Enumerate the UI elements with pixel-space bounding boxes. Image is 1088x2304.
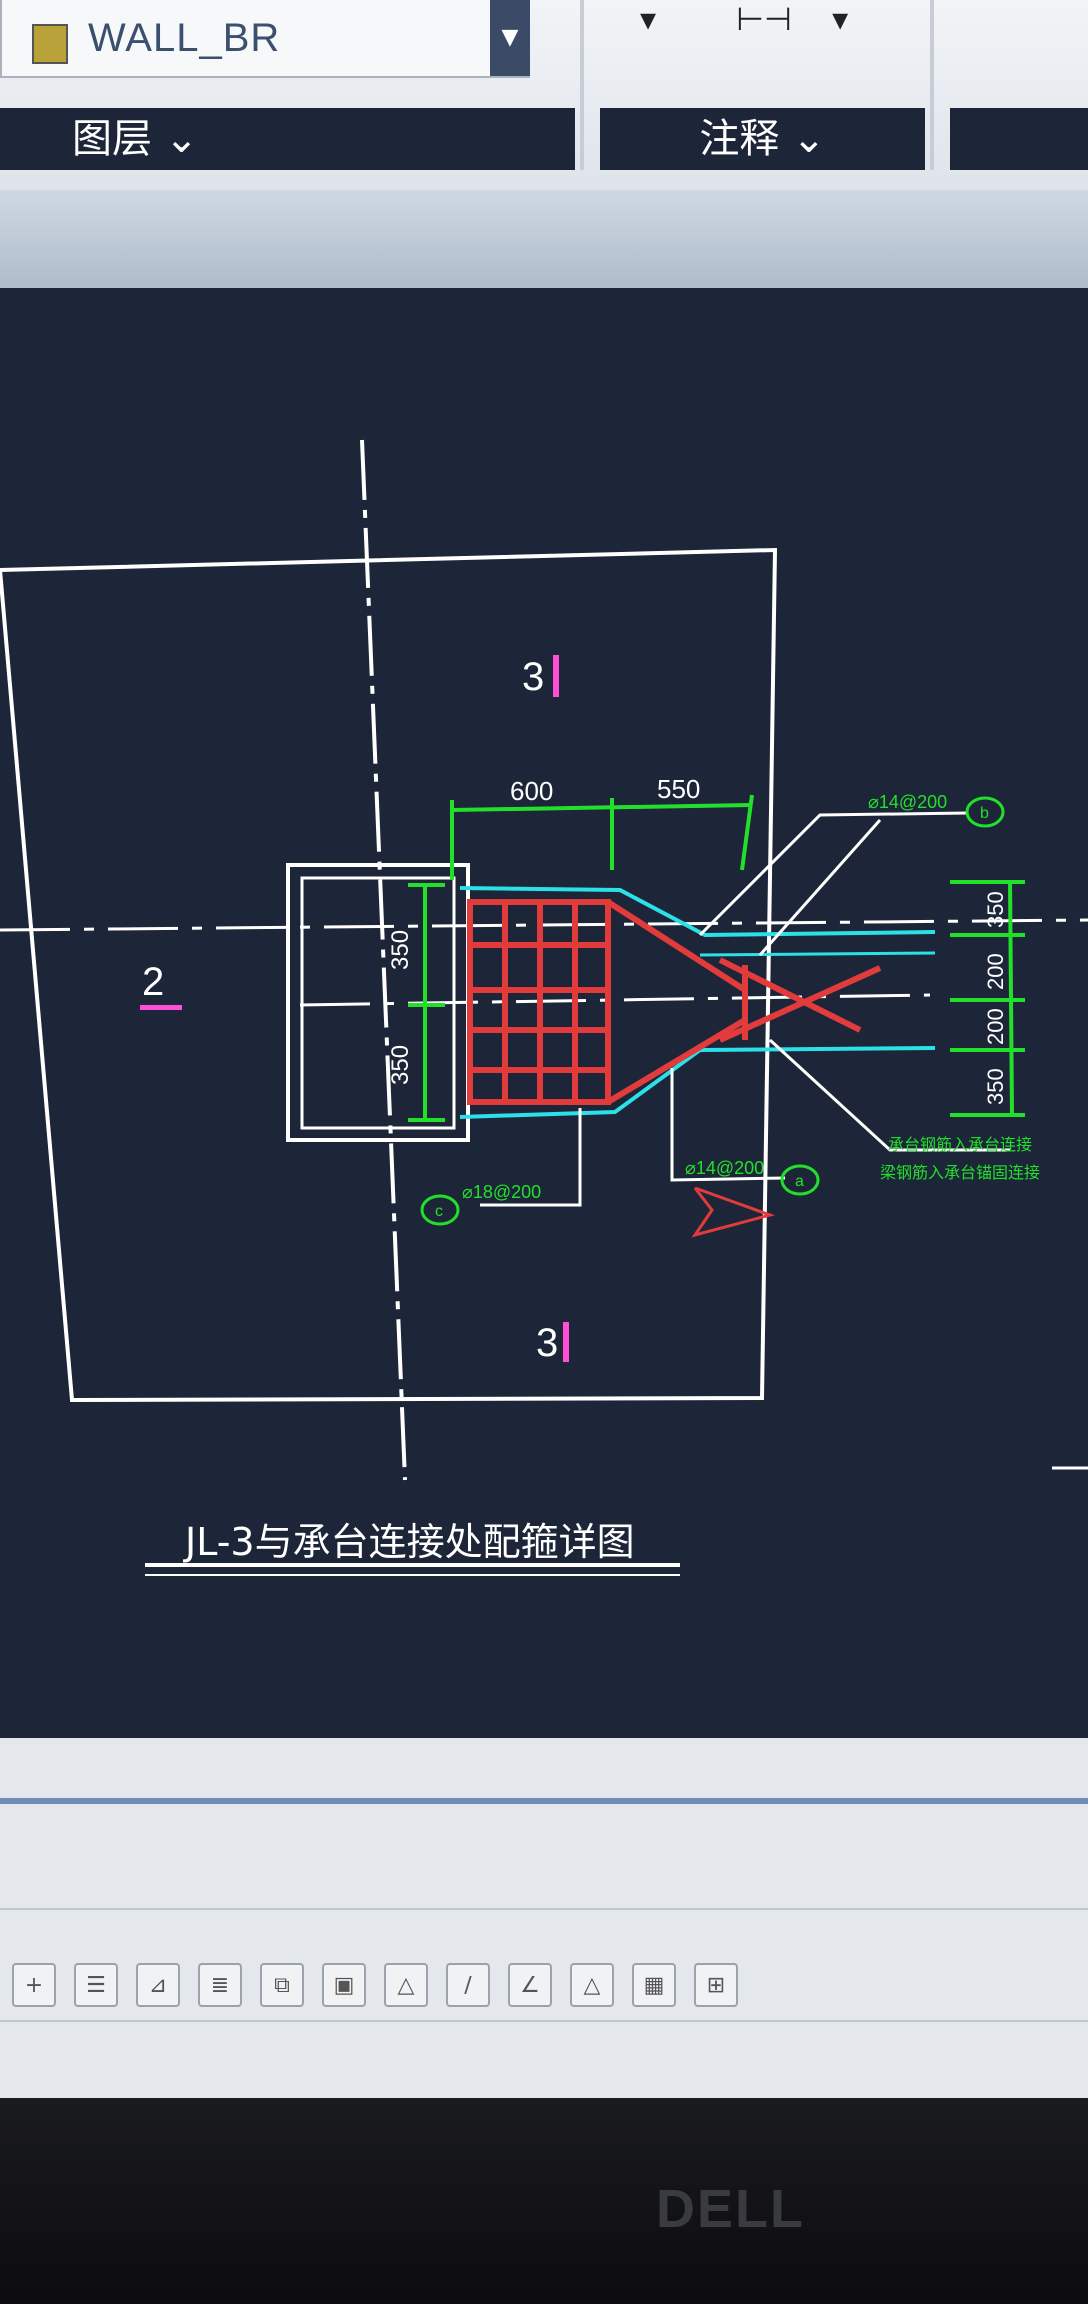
annotation-tools[interactable]: ▾ ⊢⊣ ▾ bbox=[640, 0, 848, 38]
command-divider bbox=[0, 1798, 1088, 1804]
callout-circles bbox=[420, 796, 1005, 1226]
text-tool-icon[interactable]: ▾ bbox=[640, 0, 657, 38]
monitor-logo: DELL bbox=[656, 2179, 805, 2239]
beam-rebar-line bbox=[699, 951, 936, 957]
beam-edge-top bbox=[459, 886, 936, 938]
vertical-centerline bbox=[360, 439, 407, 1481]
beam-centerline bbox=[299, 993, 931, 1007]
section-label-bottom: 3 bbox=[536, 1321, 558, 1365]
command-divider bbox=[0, 1908, 1088, 1910]
dimension-right-4: 350 bbox=[983, 1068, 1008, 1105]
layer-color-swatch bbox=[32, 24, 68, 64]
dimensions-right bbox=[950, 879, 1025, 1117]
viewport-header bbox=[0, 190, 1088, 288]
snap-icon[interactable]: ⊿ bbox=[136, 1963, 180, 2007]
section-arrow bbox=[691, 1186, 776, 1238]
drawing-canvas[interactable]: 3 3 2 600 550 350 350 350 200 200 350 ⌀1… bbox=[0, 288, 1088, 1738]
angle-icon[interactable]: ∠ bbox=[508, 1963, 552, 2007]
rebar-callout-a: ⌀14@200 bbox=[685, 1158, 764, 1178]
hatch-icon[interactable]: ▦ bbox=[632, 1963, 676, 2007]
copy-icon[interactable]: ⧉ bbox=[260, 1963, 304, 2007]
callout-tag-b: b bbox=[980, 805, 989, 822]
grid-icon[interactable]: ☰ bbox=[74, 1963, 118, 2007]
next-panel-title[interactable] bbox=[950, 108, 1088, 170]
annotation-panel-title[interactable]: 注释 ⌄ bbox=[600, 108, 925, 170]
command-area bbox=[0, 1738, 1088, 2098]
triangle-alt-icon[interactable]: △ bbox=[570, 1963, 614, 2007]
column-inner bbox=[300, 876, 456, 1130]
beam-edge-bottom bbox=[459, 1046, 936, 1119]
dimension-top-1: 600 bbox=[510, 776, 553, 806]
cad-drawing: 3 3 2 600 550 350 350 350 200 200 350 ⌀1… bbox=[0, 439, 1088, 1576]
section-mark-bar bbox=[563, 1322, 569, 1362]
chevron-down-icon[interactable]: ▼ bbox=[490, 0, 530, 76]
drawing-title: JL-3与承台连接处配箍详图 bbox=[183, 1520, 635, 1564]
ribbon: WALL_BR ▼ ▾ ⊢⊣ ▾ 图层 ⌄ 注释 ⌄ bbox=[0, 0, 1088, 190]
layers-panel-title[interactable]: 图层 ⌄ bbox=[0, 108, 575, 170]
rebar-callout-b: ⌀14@200 bbox=[868, 792, 947, 812]
horizontal-centerline bbox=[0, 918, 1088, 932]
triangle-icon[interactable]: △ bbox=[384, 1963, 428, 2007]
note-line-2: 梁钢筋入承台锚固连接 bbox=[880, 1163, 1040, 1182]
panel-separator bbox=[930, 0, 934, 170]
section-mark-bar bbox=[140, 1005, 182, 1010]
rebar-cage bbox=[467, 899, 882, 1105]
layer-icon[interactable]: ≣ bbox=[198, 1963, 242, 2007]
layer-dropdown[interactable]: WALL_BR ▼ bbox=[0, 0, 530, 78]
command-divider bbox=[0, 2020, 1088, 2022]
status-toolbar: + ☰ ⊿ ≣ ⧉ ▣ △ ∕ ∠ △ ▦ ⊞ bbox=[0, 1955, 1088, 2015]
rebar-callout-c: ⌀18@200 bbox=[462, 1182, 541, 1202]
window-icon[interactable]: ▣ bbox=[322, 1963, 366, 2007]
section-label-top: 3 bbox=[522, 655, 544, 699]
current-layer-name: WALL_BR bbox=[88, 16, 281, 60]
callout-tag-c: c bbox=[435, 1203, 443, 1220]
dimension-left-2: 350 bbox=[387, 1045, 414, 1085]
section-mark-bar bbox=[553, 655, 559, 697]
dimension-tool-icon[interactable]: ⊢⊣ bbox=[736, 0, 792, 38]
dimension-top-2: 550 bbox=[657, 774, 700, 804]
dimension-right-2: 200 bbox=[983, 953, 1008, 990]
dimensions-left bbox=[408, 883, 445, 1122]
note-line-1: 承台钢筋入承台连接 bbox=[888, 1135, 1032, 1154]
dimension-right-1: 350 bbox=[983, 891, 1008, 928]
callout-tag-a: a bbox=[795, 1173, 804, 1190]
dimension-left-1: 350 bbox=[387, 930, 414, 970]
dimension-right-3: 200 bbox=[983, 1008, 1008, 1045]
add-icon[interactable]: + bbox=[12, 1963, 56, 2007]
line-icon[interactable]: ∕ bbox=[446, 1963, 490, 2007]
chevron-down-icon[interactable]: ▾ bbox=[832, 0, 849, 38]
section-label-left: 2 bbox=[142, 960, 164, 1004]
panel-separator bbox=[580, 0, 584, 170]
monitor-bezel bbox=[0, 2098, 1088, 2304]
dimensions-top bbox=[450, 794, 754, 880]
leader-lines bbox=[480, 811, 1010, 1207]
section-outline bbox=[0, 547, 778, 1403]
add-square-icon[interactable]: ⊞ bbox=[694, 1963, 738, 2007]
